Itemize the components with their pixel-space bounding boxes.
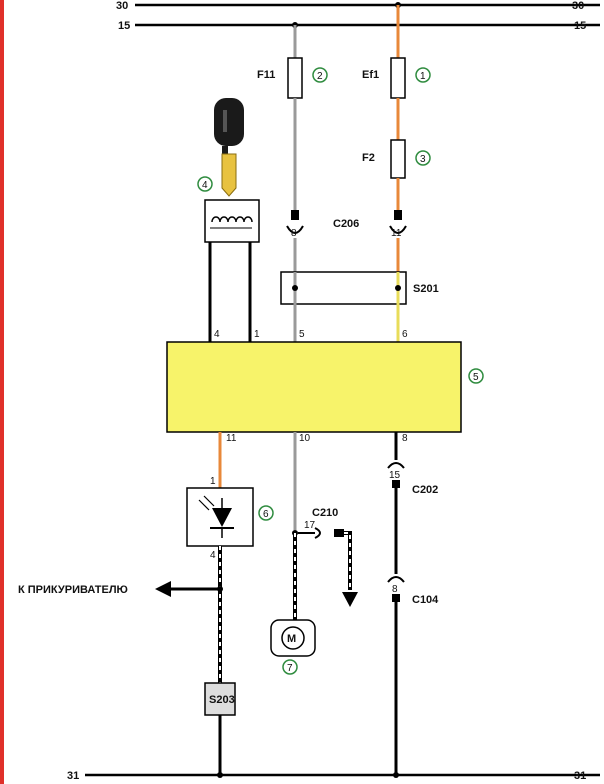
fuse-label: F2 (362, 152, 375, 164)
callout-circle (258, 505, 274, 521)
module-pin-label: 5 (299, 329, 305, 340)
rail-15-label-right: 15 (574, 20, 586, 32)
splice-s203 (204, 682, 236, 716)
callout-circle (415, 150, 431, 166)
connector-c210-pin (334, 529, 344, 537)
fuse-f2 (390, 139, 406, 179)
rail-31-label-left: 31 (67, 770, 79, 782)
c210-label: C210 (312, 507, 338, 519)
callout-number: 1 (420, 71, 426, 82)
light-ray (203, 495, 215, 507)
motor-letter: M (287, 633, 296, 645)
callout-circle (415, 67, 431, 83)
fuse-label: F11 (257, 69, 275, 81)
arrow-down-icon (342, 592, 358, 607)
c104-label: C104 (412, 594, 439, 606)
junction-dot (395, 285, 401, 291)
rail-30-label-right: 30 (572, 0, 584, 12)
c210-pin: 17 (304, 520, 316, 531)
callout-circle (312, 67, 328, 83)
connector-c206-socket (286, 225, 304, 234)
key-head (214, 98, 244, 146)
callout-circle (197, 176, 213, 192)
c206-pin-right: 11 (391, 228, 402, 239)
page-border (0, 0, 4, 784)
key-blade (221, 153, 237, 197)
s203-label: S203 (209, 694, 235, 706)
connector-c202-pin (392, 480, 400, 488)
ignition-coil-box (204, 199, 260, 243)
motor-symbol (281, 626, 305, 650)
light-ray (198, 499, 210, 511)
coil-symbol (211, 216, 253, 223)
module-pin-label: 8 (402, 433, 408, 444)
rail-30-label-left: 30 (116, 0, 128, 12)
fuse-ef1 (390, 57, 406, 99)
c104-pin: 8 (392, 584, 398, 595)
rail-31-label-right: 31 (574, 770, 586, 782)
module-pin-label: 10 (299, 433, 311, 444)
connector-c210-socket (314, 527, 321, 539)
c206-label: C206 (333, 218, 359, 230)
c202-label: C202 (412, 484, 438, 496)
sensor-pin-bottom: 4 (210, 550, 216, 561)
module-pin-label: 4 (214, 329, 220, 340)
callout-number: 3 (420, 154, 426, 165)
key-highlight (223, 110, 227, 132)
connector-c104-pin (392, 594, 400, 602)
ignition-key (214, 98, 244, 197)
callout-circle (468, 368, 484, 384)
connector-c104-socket (387, 576, 405, 583)
callout-number: 2 (317, 71, 323, 82)
callout-circle (282, 659, 298, 675)
callout-number: 4 (202, 180, 208, 191)
arrow-left-icon (155, 581, 171, 597)
control-module (166, 341, 462, 433)
key-neck (222, 146, 228, 154)
c202-pin: 15 (389, 470, 401, 481)
sensor-pin-top: 1 (210, 476, 216, 487)
module-pin-label: 1 (254, 329, 260, 340)
callout-number: 5 (473, 372, 479, 383)
connector-c206-pin (291, 210, 299, 220)
rail-15-label-left: 15 (118, 20, 130, 32)
junction-dot (292, 285, 298, 291)
connector-c202-socket (387, 462, 405, 469)
fuse-f11 (287, 57, 303, 99)
callout-number: 6 (263, 509, 269, 520)
fuse-label: Ef1 (362, 69, 379, 81)
connector-c206-socket (389, 225, 407, 234)
splice-s201 (280, 271, 407, 305)
wire-stripe (344, 532, 351, 590)
c206-pin-left: 8 (291, 228, 297, 239)
callout-number: 7 (287, 663, 293, 674)
arrow-label: К ПРИКУРИВАТЕЛЮ (18, 584, 128, 596)
module-pin-label: 11 (226, 433, 237, 444)
s201-label: S201 (413, 283, 439, 295)
diode-symbol (212, 508, 232, 527)
module-pin-label: 6 (402, 329, 408, 340)
connector-c206-pin (394, 210, 402, 220)
